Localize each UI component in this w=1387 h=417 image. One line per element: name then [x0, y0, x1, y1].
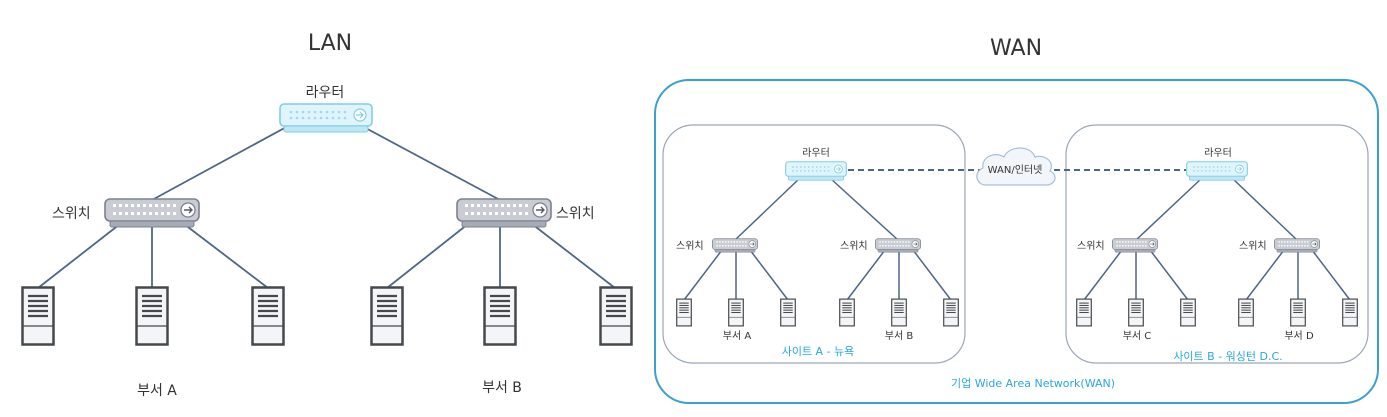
lan-switch-left-label: 스위치	[52, 206, 91, 222]
site-b-name: 사이트 B - 워싱턴 D.C.	[1173, 350, 1282, 363]
lan-dept-a-label: 부서 A	[137, 383, 177, 399]
site-a: 라우터 스위치 스위치 부서 A 부서 B 사이트 A - 뉴욕	[676, 147, 959, 358]
site-a-link-5	[749, 249, 789, 301]
site-b-frame	[1065, 124, 1369, 364]
site-b-router-label: 라우터	[1204, 147, 1232, 159]
site-a-switch-2-label: 스위치	[840, 239, 868, 252]
site-b-switch-1-label: 스위치	[1077, 239, 1105, 252]
site-b-link-2	[1231, 177, 1298, 241]
lan-link-switch-right-server-1	[386, 223, 469, 289]
site-a-frame	[662, 124, 966, 364]
lan-link-switch-left-server-1	[37, 223, 121, 289]
lan-dept-b-label: 부서 B	[482, 380, 522, 396]
site-b-link-6	[1245, 249, 1285, 301]
site-b-switch-2-icon	[1274, 238, 1320, 253]
lan-link-router-switch-right	[359, 124, 501, 201]
site-b-link-5	[1149, 249, 1189, 301]
site-a-name: 사이트 A - 뉴욕	[782, 345, 855, 358]
site-a-link-2	[829, 177, 899, 241]
lan-switch-right-icon	[456, 198, 552, 228]
lan-link-router-switch-left	[151, 124, 291, 201]
site-b-router-icon	[1186, 161, 1248, 181]
lan-link-switch-left-server-3	[183, 223, 269, 289]
site-b-link-3	[1083, 249, 1123, 301]
site-a-server-4-icon	[839, 298, 855, 327]
site-a-server-6-icon	[943, 298, 959, 327]
site-a-dept-1-label: 부서 A	[723, 330, 752, 342]
site-b-server-5-icon	[1290, 298, 1306, 327]
site-a-links	[683, 177, 952, 301]
site-b-server-3-icon	[1180, 298, 1196, 327]
site-b: 라우터 스위치 스위치 부서 C 부서 D 사이트 B - 워싱턴 D.C.	[1076, 147, 1358, 363]
site-a-switch-1-icon	[712, 238, 758, 253]
site-b-server-1-icon	[1076, 298, 1092, 327]
site-b-link-1	[1135, 177, 1203, 241]
site-a-link-6	[846, 249, 886, 301]
site-a-server-1-icon	[676, 298, 692, 327]
lan-server-4-icon	[370, 286, 404, 346]
site-a-server-2-icon	[728, 298, 744, 327]
wan-cloud-label: WAN/인터넷	[988, 164, 1043, 176]
wan-title: WAN	[990, 36, 1042, 61]
lan-switch-left-icon	[104, 198, 200, 228]
site-a-router-icon	[785, 161, 847, 181]
lan-server-5-icon	[483, 286, 517, 346]
site-a-switch-1-label: 스위치	[676, 239, 704, 252]
site-a-link-1	[734, 177, 801, 241]
site-b-dept-2-label: 부서 D	[1284, 330, 1314, 342]
site-b-dept-1-label: 부서 C	[1123, 330, 1152, 342]
site-b-server-6-icon	[1342, 298, 1358, 327]
wan-section: WAN 기업 Wide Area Network(WAN) WAN/인터넷	[654, 36, 1379, 404]
site-a-link-3	[683, 249, 723, 301]
lan-server-3-icon	[251, 286, 285, 346]
wan-enterprise-frame	[654, 79, 1379, 404]
site-a-server-5-icon	[891, 298, 907, 327]
site-b-link-8	[1311, 249, 1351, 301]
lan-links	[37, 124, 616, 289]
lan-title: LAN	[308, 31, 352, 56]
site-b-server-2-icon	[1128, 298, 1144, 327]
lan-server-2-icon	[135, 286, 169, 346]
lan-link-switch-right-server-3	[531, 223, 616, 289]
lan-server-6-icon	[599, 286, 633, 346]
wan-cloud-icon	[976, 147, 1056, 186]
site-a-link-8	[912, 249, 952, 301]
site-a-dept-2-label: 부서 B	[885, 330, 914, 342]
site-a-switch-2-icon	[875, 238, 921, 253]
site-b-switch-1-icon	[1112, 238, 1158, 253]
site-b-switch-2-label: 스위치	[1239, 239, 1267, 252]
site-b-server-4-icon	[1238, 298, 1254, 327]
site-a-server-3-icon	[780, 298, 796, 327]
wan-enterprise-label: 기업 Wide Area Network(WAN)	[951, 377, 1115, 390]
lan-router-label: 라우터	[306, 85, 345, 101]
lan-section: LAN 라우터 스위치 스위치 부서 A 부서 B	[21, 31, 633, 399]
lan-server-1-icon	[21, 286, 55, 346]
site-b-links	[1083, 177, 1351, 301]
site-a-router-label: 라우터	[802, 147, 830, 159]
lan-switch-right-label: 스위치	[556, 206, 595, 222]
lan-router-icon	[279, 103, 373, 133]
